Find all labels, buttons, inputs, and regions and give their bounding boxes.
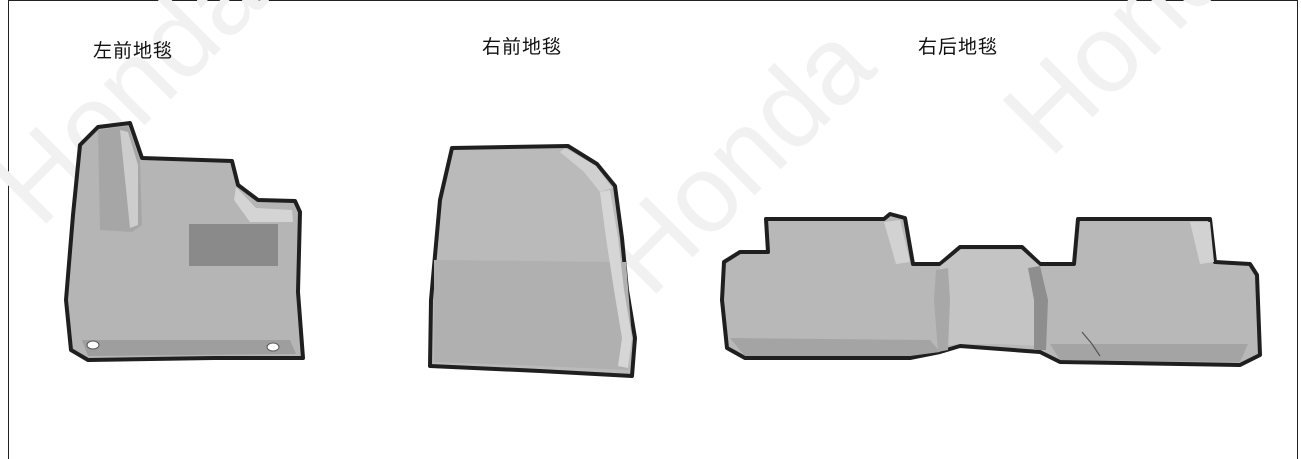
right-front-mat bbox=[428, 144, 637, 378]
right-front-mat-lower-shade bbox=[434, 260, 632, 370]
label-right-rear-mat: 右后地毯 bbox=[918, 36, 999, 58]
right-rear-mat-rim bbox=[730, 338, 940, 356]
diagram-frame bbox=[8, 0, 1298, 459]
right-front-mat-right-edge bbox=[600, 190, 632, 368]
left-front-mat bbox=[64, 121, 305, 362]
left-front-mat-edge-shade bbox=[82, 340, 296, 356]
right-rear-mat-crease bbox=[1081, 331, 1101, 357]
right-rear-mat-rim bbox=[1050, 344, 1248, 362]
heel-pad bbox=[189, 224, 278, 266]
left-front-mat-step-highlight bbox=[234, 187, 293, 222]
mounting-hole-icon bbox=[86, 340, 100, 350]
right-rear-mat-tunnel-shade bbox=[1028, 266, 1048, 350]
watermark-text: Honda bbox=[980, 0, 1297, 177]
right-rear-mat-tab-highlight bbox=[1190, 222, 1214, 264]
label-left-front-mat: 左前地毯 bbox=[93, 40, 174, 62]
right-rear-mat-tunnel-shade bbox=[934, 268, 950, 352]
label-right-front-mat: 右前地毯 bbox=[482, 36, 563, 58]
right-rear-mat-tunnel bbox=[936, 250, 1046, 346]
left-front-mat-rib-highlight bbox=[120, 130, 138, 228]
right-front-mat-top-highlight bbox=[560, 148, 612, 192]
right-rear-mat-tab-highlight bbox=[884, 220, 910, 264]
right-rear-mat bbox=[720, 212, 1262, 367]
mounting-hole-icon bbox=[266, 342, 280, 352]
